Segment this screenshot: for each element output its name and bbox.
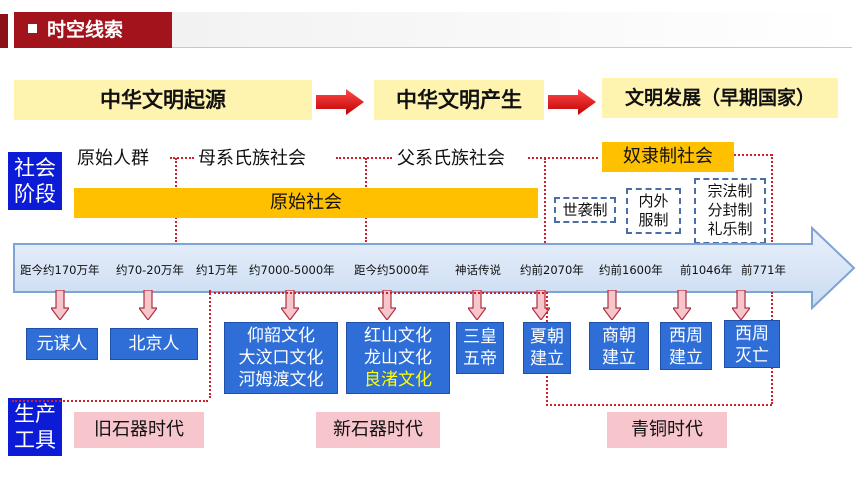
down-arrow-icon [673,290,691,320]
timeline-label: 约70-20万年 [116,263,184,277]
site-neolithic-group-a: 仰韶文化 大汶口文化 河姆渡文化 [224,322,338,394]
dotted-connector [544,158,546,246]
timeline-label: 神话传说 [455,263,501,277]
timeline-label: 约前2070年 [520,263,584,277]
right-arrow-icon [548,89,596,115]
culture-hongshan: 红山文化 [364,326,432,346]
side-label-tools: 生产工具 [8,398,62,456]
society-primitive-group: 原始人群 [77,148,149,169]
right-arrow-icon [316,89,364,115]
dotted-connector [734,154,772,156]
header-divider [172,47,852,48]
age-paleolithic: 旧石器时代 [74,412,204,448]
dotted-connector [170,157,194,159]
dotted-connector [336,157,392,159]
site-neolithic-group-b: 红山文化 龙山文化 良渚文化 [346,322,450,394]
dotted-connector [771,154,773,242]
culture-liangzhu: 良渚文化 [364,370,432,390]
down-arrow-icon [468,290,486,320]
timeline-label: 约1万年 [196,263,238,277]
society-patrilineal: 父系氏族社会 [397,148,505,169]
timeline-label: 距今约170万年 [20,263,100,277]
header-title: 时空线索 [47,19,124,41]
down-arrow-icon [281,290,299,320]
dotted-connector [528,157,598,159]
site-yuanmou: 元谋人 [26,328,98,360]
down-arrow-icon [139,290,157,320]
site-xia-founded: 夏朝建立 [523,322,571,374]
society-slavery: 奴隶制社会 [602,142,734,172]
down-arrow-icon [732,290,750,320]
header-background [172,12,852,47]
culture-yangshao: 仰韶文化 [247,326,315,346]
dotted-divider [546,404,772,406]
header-title-bar: 时空线索 [14,12,172,48]
timeline-label: 前771年 [741,263,786,277]
primitive-society-bar: 原始社会 [74,188,538,218]
square-bullet-icon [28,24,37,33]
site-beijing: 北京人 [110,328,198,360]
dotted-divider [209,290,211,398]
site-shang-founded: 商朝建立 [589,322,649,370]
down-arrow-icon [378,290,396,320]
stage-origin: 中华文明起源 [14,80,312,120]
culture-dawenkou: 大汶口文化 [238,348,324,368]
timeline-label: 距今约5000年 [354,263,430,277]
timeline-label: 约7000-5000年 [249,263,335,277]
down-arrow-icon [603,290,621,320]
culture-longshan: 龙山文化 [364,348,432,368]
header-accent [0,14,8,48]
stage-development: 文明发展（早期国家） [602,78,838,118]
age-bronze: 青铜时代 [607,412,727,448]
down-arrow-icon [532,290,550,320]
site-western-zhou-fall: 西周灭亡 [724,320,780,368]
institution-hereditary: 世袭制 [554,197,616,223]
culture-hemudu: 河姆渡文化 [238,370,324,390]
dotted-divider [209,292,544,294]
stage-emergence: 中华文明产生 [374,80,544,120]
institution-inner-outer: 内外服制 [626,188,681,234]
site-western-zhou-founded: 西周建立 [660,322,712,370]
site-sanhuang-wudi: 三皇五帝 [456,322,504,374]
side-label-society: 社会阶段 [8,152,62,210]
age-neolithic: 新石器时代 [316,412,440,448]
society-matrilineal: 母系氏族社会 [198,148,306,169]
timeline-label: 约前1600年 [599,263,663,277]
dotted-divider [12,400,208,402]
timeline-label: 前1046年 [680,263,733,277]
down-arrow-icon [51,290,69,320]
